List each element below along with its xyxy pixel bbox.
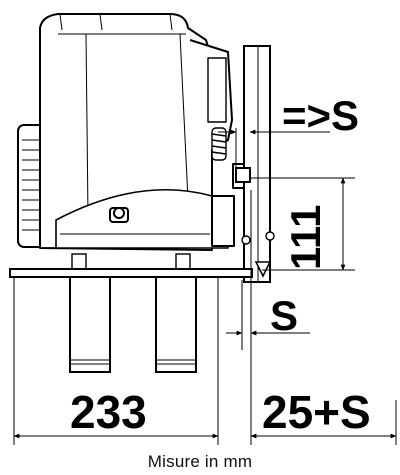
gate-leaf [235, 45, 275, 283]
dimension-lines [13, 128, 397, 445]
rack [235, 167, 251, 183]
units-caption: Misure in mm [147, 452, 253, 471]
gap-width-label: 25+S [262, 386, 371, 438]
rack-height-label: 111 [282, 205, 329, 270]
spring [211, 127, 227, 161]
base-width-label: 233 [70, 386, 147, 438]
release-knob [109, 207, 129, 223]
motor-unit [17, 13, 248, 251]
mounting-bracket [211, 195, 235, 247]
offset-label: S [270, 292, 298, 339]
foundation-plate [9, 253, 253, 373]
top-clearance-label: =>S [282, 92, 359, 139]
